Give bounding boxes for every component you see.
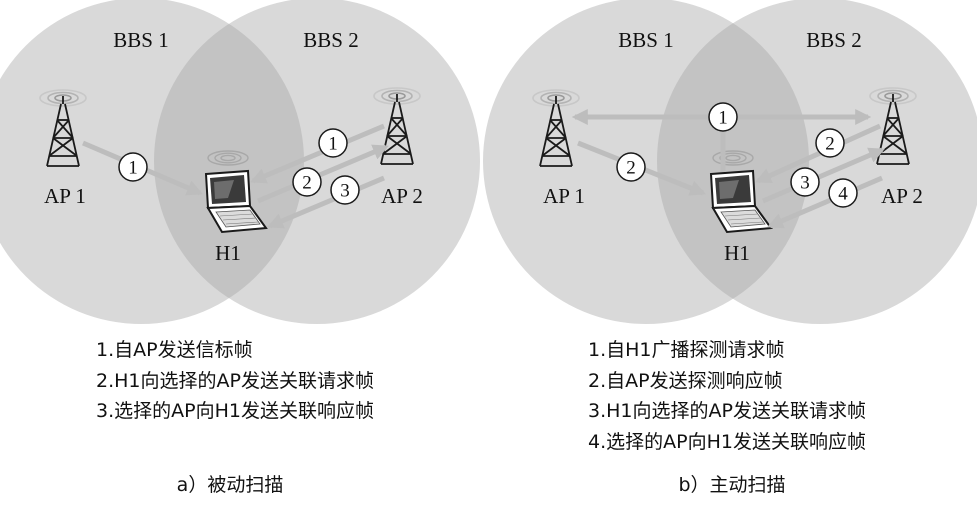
h1-label: H1 [724,241,750,265]
legend-item: 3.选择的AP向H1发送关联响应帧 [96,400,374,422]
bss-overlap-b [657,0,809,324]
arrow-b-assoc-response [767,175,883,229]
bss1-label: BBS 1 [113,28,168,52]
panel-b-diagram: 1 2 2 3 4 BBS 1 BBS 2 AP 1 AP 2 H1 [483,0,977,324]
arrow-a-assoc-response [267,175,385,229]
step-marker [118,152,148,182]
step-number: 3 [800,173,810,194]
step-marker [318,128,348,158]
panel-a-diagram: 1 1 2 3 BBS 1 BBS 2 AP 1 AP 2 H1 [0,0,480,324]
h1-label: H1 [215,241,241,265]
step-marker [616,152,646,182]
caption-b: b）主动扫描 [678,474,786,496]
arrow-a-beacon-ap2 [250,123,385,184]
ap2-label: AP 2 [381,184,423,208]
step-number: 4 [838,184,848,205]
ap2-label: AP 2 [881,184,923,208]
ap1-label: AP 1 [543,184,585,208]
ap1-label: AP 1 [44,184,86,208]
arrow-b-assoc-request [762,147,885,204]
step-marker [330,175,360,205]
legend-item: 4.选择的AP向H1发送关联响应帧 [588,430,866,453]
step-number: 1 [128,158,138,179]
legend-b: 1.自H1广播探测请求帧 2.自AP发送探测响应帧 3.H1向选择的AP发送关联… [588,335,866,457]
step-marker [292,167,322,197]
legend-a: 1.自AP发送信标帧 2.H1向选择的AP发送关联请求帧 3.选择的AP向H1发… [96,335,374,427]
bss-overlap-a [154,0,304,324]
step-number: 2 [825,134,835,155]
step-number: 3 [340,181,350,202]
step-number: 1 [328,134,338,155]
step-marker [815,128,845,158]
legend-item: 1.自AP发送信标帧 [96,339,253,361]
step-number: 2 [302,173,312,194]
step-marker [790,167,820,197]
arrow-b-probe-response-ap2 [755,123,882,184]
bss2-label: BBS 2 [806,28,861,52]
step-number: 2 [626,158,636,179]
bss1-label: BBS 1 [618,28,673,52]
caption-a: a）被动扫描 [176,474,284,496]
step-marker [708,102,738,132]
legend-item: 2.H1向选择的AP发送关联请求帧 [96,369,374,392]
bss2-label: BBS 2 [303,28,358,52]
arrow-a-assoc-request [257,144,389,204]
legend-item: 2.自AP发送探测响应帧 [588,369,783,392]
step-marker [828,178,858,208]
legend-item: 3.H1向选择的AP发送关联请求帧 [588,400,866,422]
legend-item: 1.自H1广播探测请求帧 [588,339,785,361]
step-number: 1 [718,108,728,129]
